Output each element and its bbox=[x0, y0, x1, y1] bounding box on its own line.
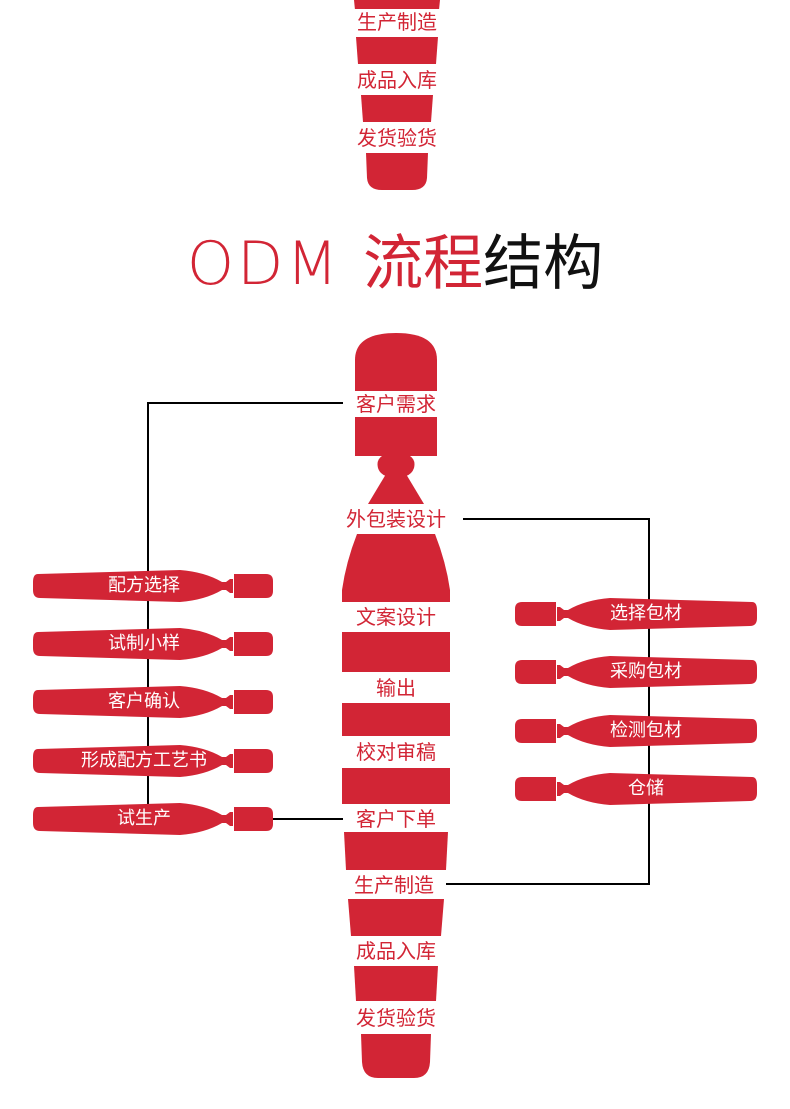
bottle-body-segment bbox=[342, 768, 450, 804]
title-odm: ODM bbox=[186, 229, 364, 299]
top-bottle-label: 发货验货 bbox=[350, 125, 444, 151]
pen-body bbox=[33, 628, 233, 660]
left-item-formula-selection: 配方选择 bbox=[108, 575, 180, 596]
step-customer-order: 客户下单 bbox=[343, 806, 449, 832]
top-bottle-segment bbox=[356, 37, 438, 64]
left-pens bbox=[33, 570, 273, 835]
step-customer-demand: 客户需求 bbox=[343, 391, 449, 417]
pen-cap bbox=[234, 807, 273, 831]
pen-body bbox=[557, 598, 757, 630]
bottle-body-segment bbox=[342, 703, 450, 736]
step-delivery-check: 发货验货 bbox=[343, 1005, 449, 1031]
right-item-purchase-packaging: 采购包材 bbox=[610, 661, 682, 682]
top-bottle bbox=[354, 0, 440, 190]
pen-cap bbox=[234, 574, 273, 598]
pen-cap bbox=[515, 777, 556, 801]
step-production: 生产制造 bbox=[343, 872, 445, 898]
pen-cap bbox=[515, 719, 556, 743]
left-pen-node bbox=[33, 686, 273, 718]
left-item-customer-confirm: 客户确认 bbox=[108, 691, 180, 712]
step-proofreading: 校对审稿 bbox=[343, 739, 449, 765]
top-bottle-label: 成品入库 bbox=[350, 67, 444, 93]
pen-cap bbox=[234, 690, 273, 714]
bottle-neck bbox=[368, 474, 424, 504]
left-pen-node bbox=[33, 570, 273, 602]
step-output: 输出 bbox=[343, 675, 449, 701]
pen-cap bbox=[234, 632, 273, 656]
title-structure: 结构 bbox=[483, 229, 604, 299]
top-bottle-segment bbox=[361, 95, 433, 122]
main-bottle bbox=[342, 333, 450, 1078]
bottle-bottom bbox=[361, 1034, 431, 1078]
title-flow: 流程 bbox=[363, 229, 484, 299]
right-item-select-packaging: 选择包材 bbox=[610, 603, 682, 624]
bottle-body-segment bbox=[348, 899, 444, 936]
left-connector-line bbox=[147, 402, 343, 818]
right-item-storage: 仓储 bbox=[628, 778, 664, 799]
step-package-design: 外包装设计 bbox=[330, 506, 462, 532]
step-warehousing: 成品入库 bbox=[343, 938, 449, 964]
right-connector-line bbox=[446, 518, 650, 885]
bottle-neck-knob bbox=[377, 456, 415, 476]
pen-body bbox=[33, 803, 233, 835]
pen-body bbox=[33, 686, 233, 718]
right-item-inspect-packaging: 检测包材 bbox=[610, 720, 682, 741]
page-title: ODM 流程结构 bbox=[0, 224, 790, 304]
connector-lines bbox=[147, 402, 650, 885]
top-bottle-label: 生产制造 bbox=[350, 9, 444, 35]
right-pens bbox=[515, 598, 757, 805]
step-copywriting: 文案设计 bbox=[343, 604, 449, 630]
pen-body bbox=[33, 570, 233, 602]
bottle-body-segment bbox=[354, 966, 438, 1001]
right-pen-node bbox=[515, 656, 757, 688]
pen-cap bbox=[515, 602, 556, 626]
left-item-formula-process-doc: 形成配方工艺书 bbox=[81, 750, 207, 771]
bottle-shoulder bbox=[342, 534, 450, 602]
pen-body bbox=[557, 715, 757, 747]
pen-cap bbox=[234, 749, 273, 773]
left-pen-node bbox=[33, 803, 273, 835]
right-pen-node bbox=[515, 773, 757, 805]
bottle-cap-lower bbox=[355, 417, 437, 456]
pen-body bbox=[557, 656, 757, 688]
left-pen-node bbox=[33, 745, 273, 777]
left-item-trial-sample: 试制小样 bbox=[108, 633, 180, 654]
right-pen-node bbox=[515, 598, 757, 630]
pen-body bbox=[33, 745, 233, 777]
bottle-body-segment bbox=[342, 632, 450, 672]
right-pen-node bbox=[515, 715, 757, 747]
top-bottle-segment bbox=[354, 0, 440, 10]
pen-cap bbox=[515, 660, 556, 684]
left-item-trial-production: 试生产 bbox=[117, 808, 171, 829]
top-bottle-segment bbox=[366, 153, 428, 190]
left-pen-node bbox=[33, 628, 273, 660]
bottle-cap bbox=[355, 333, 437, 391]
bottle-body-segment bbox=[344, 832, 448, 870]
pen-body bbox=[557, 773, 757, 805]
